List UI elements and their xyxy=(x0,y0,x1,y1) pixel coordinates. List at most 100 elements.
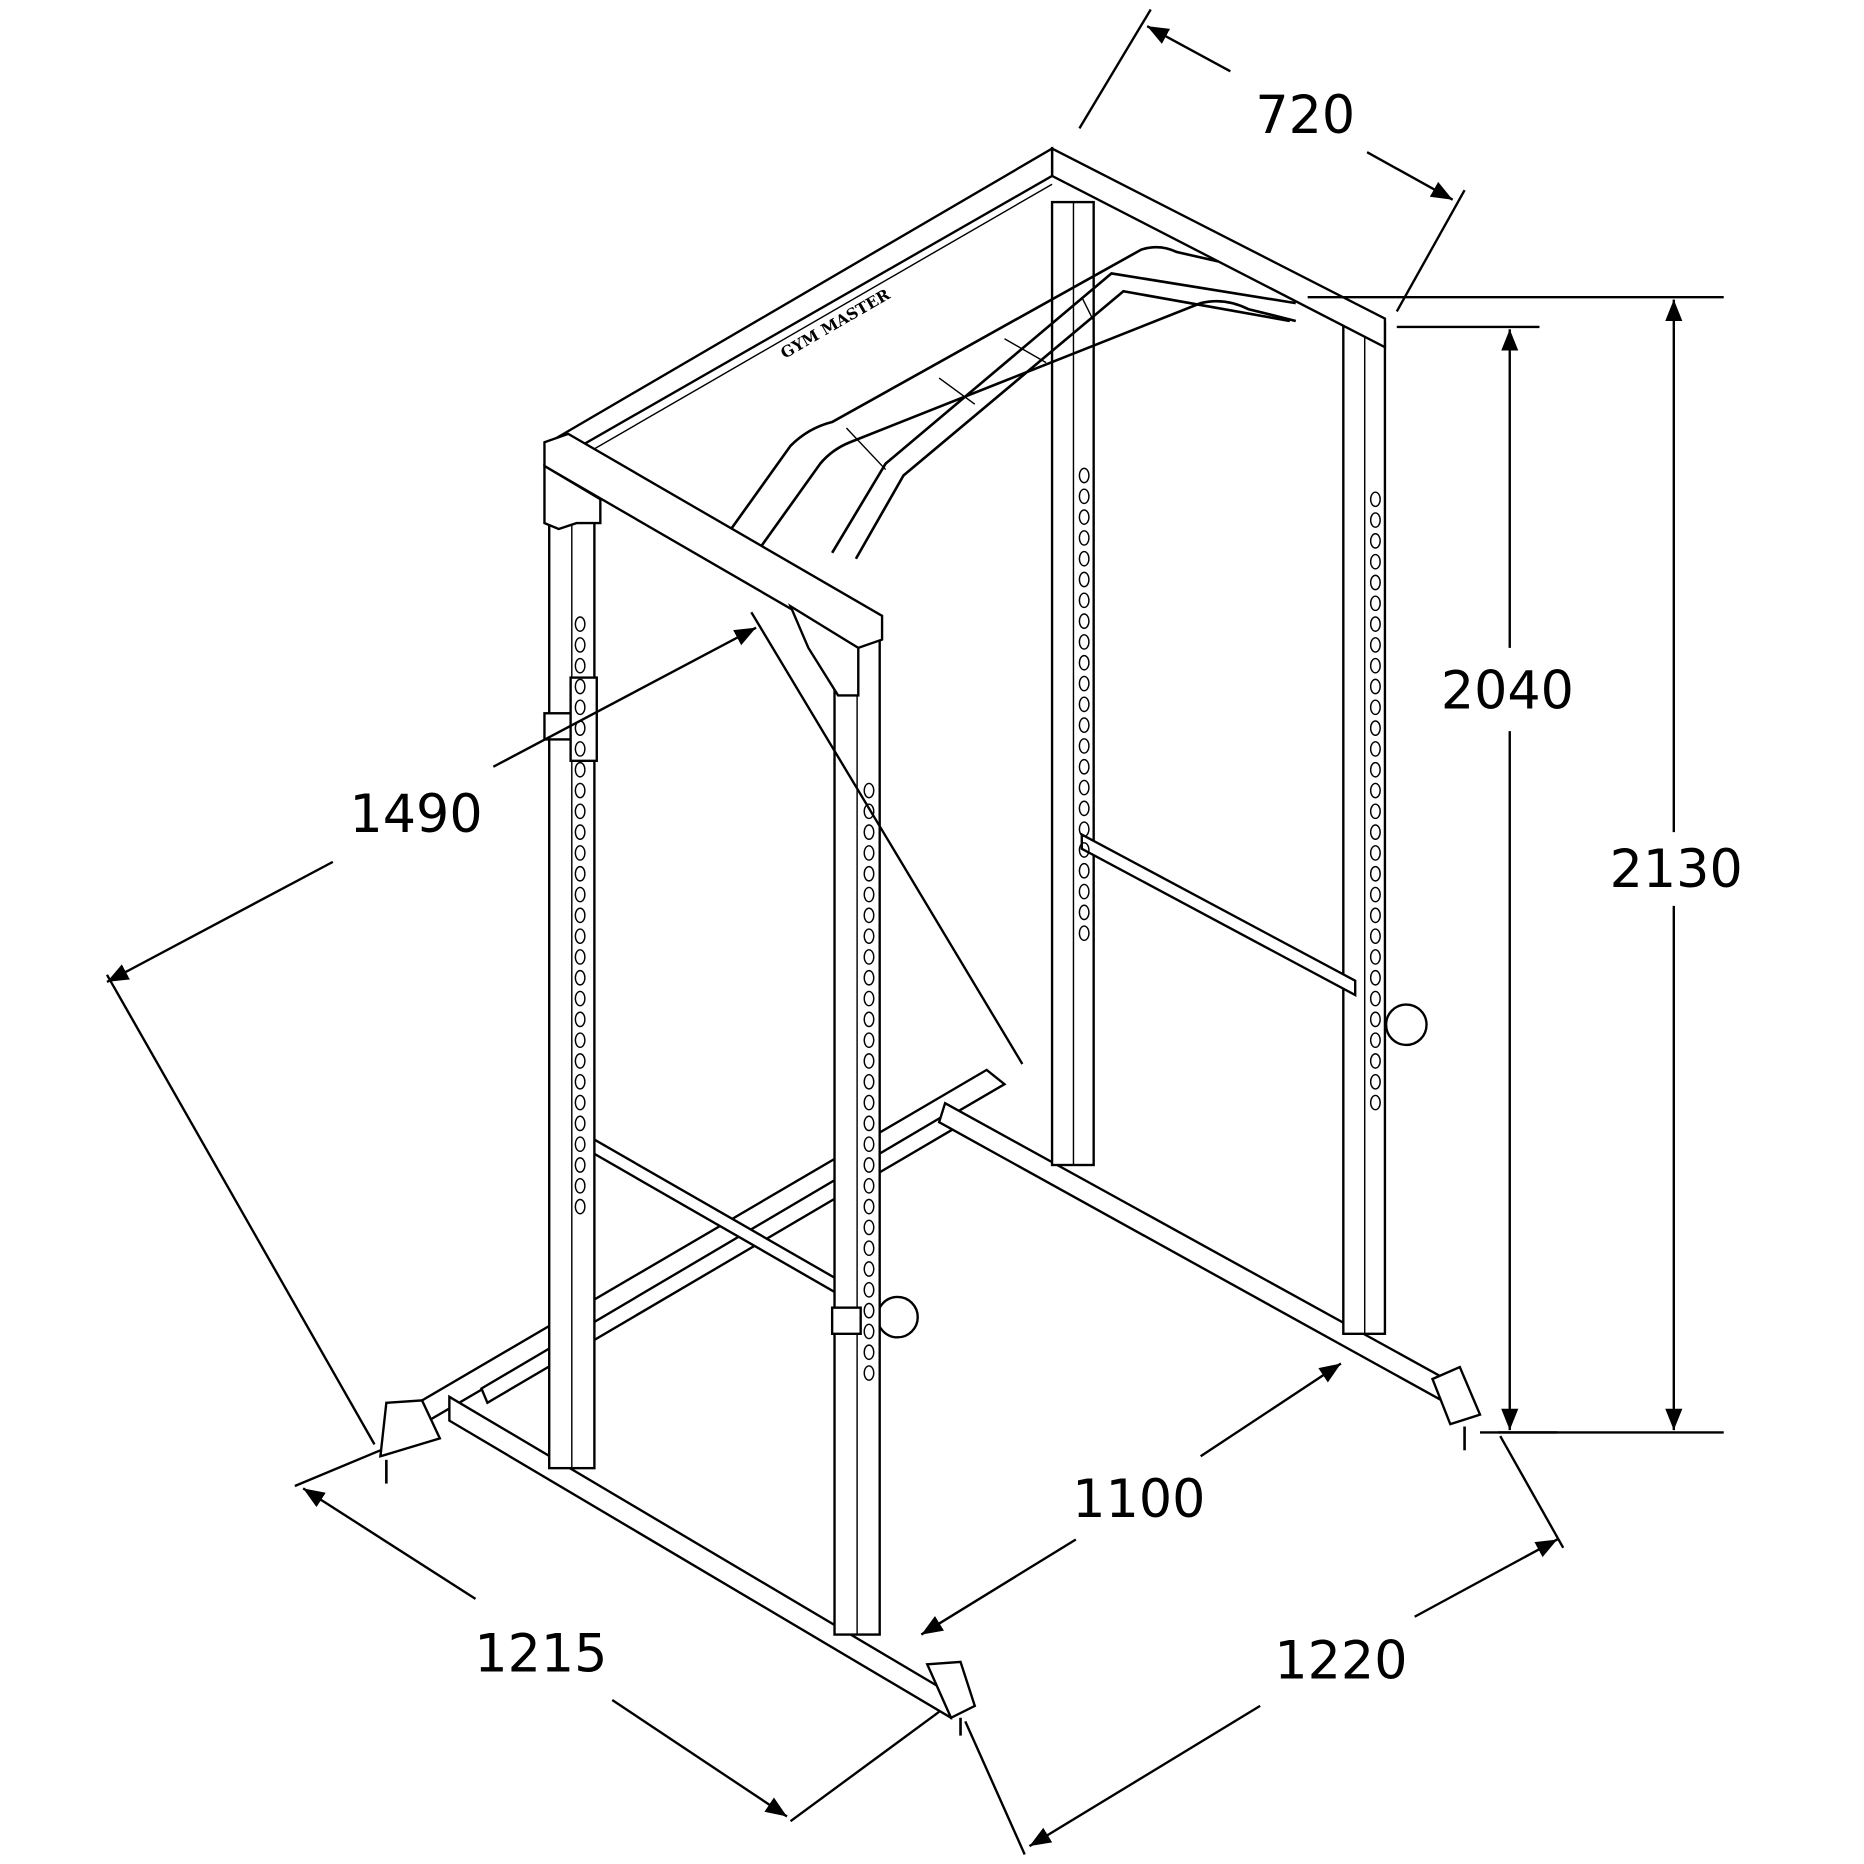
hole xyxy=(863,886,875,903)
dimension-2040: 2040 xyxy=(1396,325,1574,1434)
hole xyxy=(1078,467,1090,484)
top-frame: GYM MASTER xyxy=(546,146,1387,467)
hole xyxy=(1078,862,1090,879)
hole xyxy=(574,928,586,945)
hole xyxy=(574,1157,586,1173)
hole xyxy=(1369,782,1381,799)
hole xyxy=(863,1157,875,1173)
hole xyxy=(1369,824,1381,840)
hole xyxy=(1369,865,1381,882)
hole xyxy=(574,1094,586,1111)
dimension-720: 720 xyxy=(1078,8,1466,313)
hole xyxy=(863,1177,875,1194)
hole xyxy=(574,990,586,1007)
hole xyxy=(863,1281,875,1298)
foot-front xyxy=(925,1660,977,1720)
dimension-1100: 1100 xyxy=(920,1362,1342,1636)
hole xyxy=(1078,488,1090,505)
hole xyxy=(1078,550,1090,567)
hole xyxy=(1369,969,1381,986)
hole xyxy=(1369,928,1381,945)
hole xyxy=(1369,990,1381,1007)
hole xyxy=(863,1323,875,1340)
hole xyxy=(1369,678,1381,695)
hole xyxy=(1369,574,1381,591)
hole xyxy=(863,803,875,820)
hole xyxy=(574,949,586,965)
hole xyxy=(574,803,586,820)
hole xyxy=(1369,1073,1381,1090)
hole xyxy=(1369,741,1381,757)
hole xyxy=(1369,803,1381,820)
hole xyxy=(1078,530,1090,546)
hole xyxy=(1078,717,1090,733)
weight-horn-right xyxy=(1384,1003,1428,1047)
hole xyxy=(574,782,586,799)
hole xyxy=(1369,616,1381,632)
hole xyxy=(863,928,875,945)
hole xyxy=(1078,571,1090,588)
hole xyxy=(1078,738,1090,754)
hole xyxy=(1369,886,1381,903)
pull-up-bar xyxy=(730,245,1297,560)
hole xyxy=(1369,1094,1381,1111)
hole xyxy=(863,1136,875,1153)
hole xyxy=(574,678,586,695)
hole xyxy=(574,907,586,924)
dim-label-1490: 1490 xyxy=(350,784,483,845)
hole xyxy=(1369,761,1381,778)
hole xyxy=(863,1115,875,1132)
gusset-right xyxy=(787,603,860,697)
hole xyxy=(1078,800,1090,817)
hole xyxy=(863,907,875,924)
hole xyxy=(1369,720,1381,736)
hole xyxy=(574,845,586,861)
hole xyxy=(1078,821,1090,838)
hole xyxy=(1369,553,1381,570)
hole xyxy=(863,1032,875,1049)
hole xyxy=(574,1053,586,1069)
weight-horn-left xyxy=(876,1295,919,1339)
hole xyxy=(1078,925,1090,942)
hole xyxy=(1078,842,1090,858)
hole xyxy=(1369,907,1381,924)
hole xyxy=(574,1073,586,1090)
hole xyxy=(863,845,875,861)
hole xyxy=(1078,613,1090,629)
hole xyxy=(1078,654,1090,671)
dimension-1220: 1220 xyxy=(964,1435,1565,1855)
foot-right xyxy=(1430,1365,1482,1426)
hole xyxy=(1369,699,1381,716)
hole xyxy=(1078,634,1090,650)
hole xyxy=(1369,595,1381,612)
hole xyxy=(574,637,586,653)
hole xyxy=(863,949,875,965)
hole xyxy=(574,699,586,716)
hole xyxy=(1078,696,1090,713)
hole xyxy=(863,969,875,986)
dim-label-1100: 1100 xyxy=(1072,1469,1205,1530)
hole xyxy=(863,1073,875,1090)
hole xyxy=(1369,657,1381,674)
hole xyxy=(574,657,586,674)
hole xyxy=(574,1198,586,1215)
front-uprights xyxy=(543,474,881,1636)
hole xyxy=(1078,758,1090,775)
hole xyxy=(574,886,586,903)
hole xyxy=(1369,949,1381,965)
hole xyxy=(1369,845,1381,861)
hole xyxy=(574,1011,586,1028)
hole xyxy=(863,1011,875,1028)
foot-left xyxy=(379,1399,442,1458)
dim-label-1215: 1215 xyxy=(474,1623,607,1684)
hole xyxy=(1369,1032,1381,1049)
hole xyxy=(863,1053,875,1069)
hole xyxy=(863,1302,875,1319)
dim-label-720: 720 xyxy=(1255,85,1355,146)
hole xyxy=(863,782,875,799)
dimension-2130: 2130 xyxy=(1307,296,1743,1434)
hole xyxy=(574,824,586,840)
hole xyxy=(574,1032,586,1049)
